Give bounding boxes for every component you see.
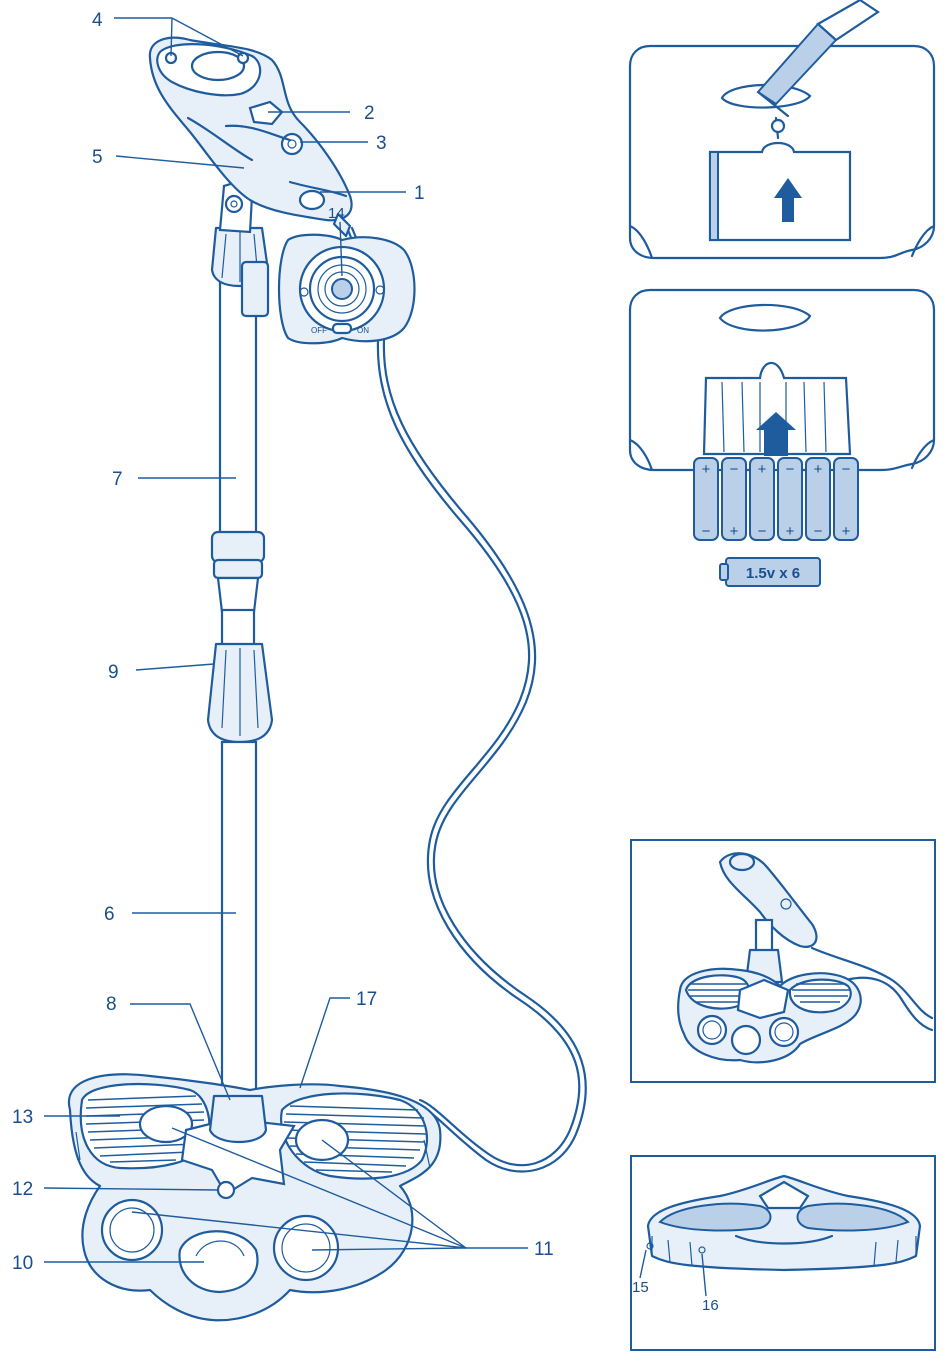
svg-text:−: −	[730, 461, 739, 478]
callout-16: 16	[702, 1297, 719, 1314]
callout-17: 17	[356, 989, 377, 1010]
callout-3: 3	[376, 133, 387, 154]
callout-7: 7	[112, 469, 123, 490]
callout-9: 9	[108, 662, 119, 683]
callout-5: 5	[92, 147, 103, 168]
callout-6: 6	[104, 904, 115, 925]
svg-text:+: +	[786, 523, 795, 540]
off-switch-label: OFF	[311, 326, 327, 335]
svg-text:−: −	[702, 523, 711, 540]
svg-text:+: +	[814, 461, 823, 478]
callout-12: 12	[12, 1179, 33, 1200]
callout-11: 11	[534, 1239, 554, 1260]
svg-text:−: −	[758, 523, 767, 540]
battery-spec-label: 1.5v x 6	[746, 565, 800, 582]
callout-2: 2	[364, 103, 375, 124]
callout-1: 1	[414, 183, 425, 204]
callout-4: 4	[92, 10, 103, 31]
speaker-unit: OFF ON	[279, 235, 415, 344]
callout-13: 13	[12, 1107, 33, 1128]
svg-text:−: −	[786, 461, 795, 478]
inset-assembled-view	[631, 840, 935, 1082]
on-switch-label: ON	[357, 326, 369, 335]
svg-text:+: +	[842, 523, 851, 540]
callout-8: 8	[106, 994, 117, 1015]
svg-text:+: +	[730, 523, 739, 540]
callout-10: 10	[12, 1253, 33, 1274]
microphone-cord	[348, 228, 586, 1172]
inset-insert-batteries: + − − + + − − + + − − + 1.5v x 6	[630, 290, 934, 586]
inset-open-battery-cover	[630, 0, 934, 258]
callout-14: 14	[328, 205, 345, 222]
svg-text:−: −	[814, 523, 823, 540]
base	[69, 1074, 440, 1320]
callout-15: 15	[632, 1279, 649, 1296]
microphone-pole	[208, 280, 272, 1102]
svg-text:−: −	[842, 461, 851, 478]
inset-base-side-view: 15 16	[631, 1156, 935, 1350]
svg-text:+: +	[758, 461, 767, 478]
svg-text:+: +	[702, 461, 711, 478]
